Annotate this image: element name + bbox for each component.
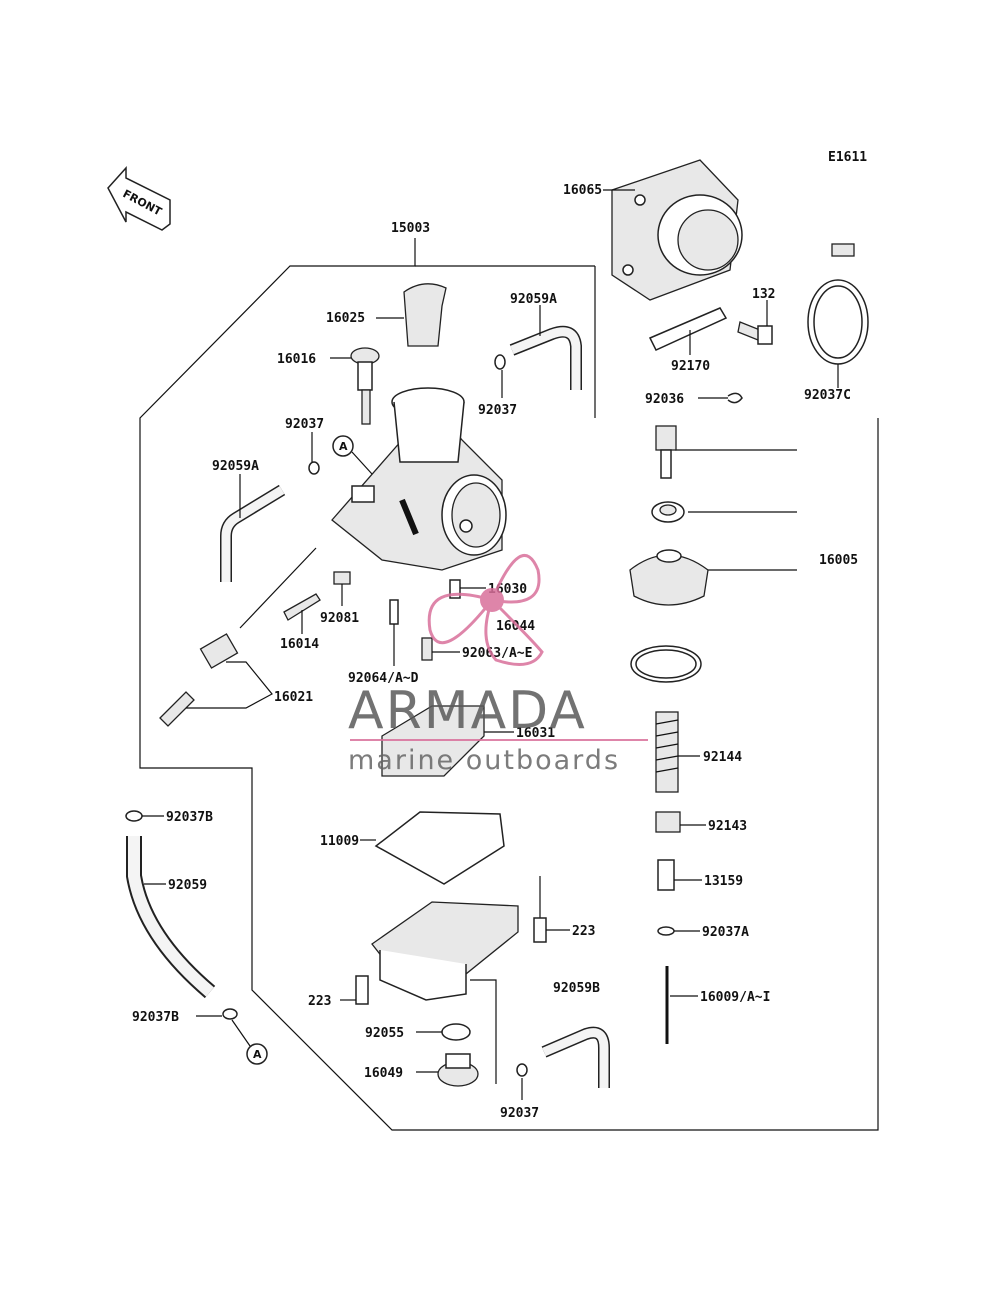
label-92170: 92170	[671, 359, 710, 374]
label-11009: 11009	[320, 834, 359, 849]
label-92037C: 92037C	[804, 388, 851, 403]
spring-92144	[655, 711, 700, 793]
needle-16009	[665, 966, 698, 1044]
cap-16005	[629, 549, 709, 606]
label-16065: 16065	[563, 183, 602, 198]
label-16016: 16016	[277, 352, 316, 367]
screw-16014	[283, 593, 321, 634]
label-132: 132	[752, 287, 775, 302]
label-92055: 92055	[365, 1026, 404, 1041]
label-92037B-bottom: 92037B	[132, 1010, 179, 1025]
gasket-11009	[360, 811, 505, 885]
watermark-title: ARMADA	[348, 681, 587, 741]
spring-92081	[333, 571, 351, 606]
lock-nut	[651, 501, 685, 523]
label-92037B-top: 92037B	[166, 810, 213, 825]
plug-16049	[416, 1053, 479, 1087]
callout-a-top-label: A	[339, 440, 348, 453]
hose-92059B	[541, 1026, 610, 1088]
hose-92059A-top	[509, 305, 582, 390]
bolt-132	[737, 300, 773, 345]
label-92037-bottom: 92037	[500, 1106, 539, 1121]
part-16016	[330, 347, 380, 425]
label-92059: 92059	[168, 878, 207, 893]
callout-a-bottom-label: A	[253, 1048, 262, 1061]
hose-92059A-left	[220, 474, 286, 582]
label-92063: 92063/A~E	[462, 646, 532, 661]
screw-223-right	[533, 917, 570, 943]
callout-a-top	[332, 435, 354, 457]
front-arrow-icon: FRONT	[107, 166, 171, 231]
screw-16021	[159, 547, 317, 727]
label-92059A-top: 92059A	[510, 292, 557, 307]
adjuster-screw	[655, 425, 677, 479]
float-bowl	[371, 876, 541, 1001]
label-92059A-left: 92059A	[212, 459, 259, 474]
armada-watermark: ARMADA marine outboards	[348, 554, 648, 776]
holder-92143	[655, 811, 706, 833]
clip-92037-left	[308, 461, 320, 475]
label-92059B: 92059B	[553, 981, 600, 996]
label-16021: 16021	[274, 690, 313, 705]
jet-92063	[421, 637, 433, 661]
label-16014: 16014	[280, 637, 319, 652]
label-92064: 92064/A~D	[348, 671, 419, 686]
intake-manifold-16065	[603, 159, 743, 301]
hose-92059	[126, 836, 216, 999]
label-16025: 16025	[326, 311, 365, 326]
label-92037-left: 92037	[285, 417, 324, 432]
part-16025	[376, 283, 447, 347]
clip-92037A	[657, 926, 675, 936]
label-16049: 16049	[364, 1066, 403, 1081]
part-16030	[449, 579, 461, 599]
carburetor-body	[331, 387, 507, 571]
clip-92037B-top	[125, 810, 143, 822]
clip-92037B-bottom	[222, 1008, 238, 1020]
label-13159: 13159	[704, 874, 743, 889]
clamp-92037C	[807, 243, 869, 388]
propeller-logo-icon	[427, 554, 544, 666]
clip-92037-top	[494, 354, 506, 370]
callout-a-bottom	[246, 1043, 268, 1065]
part-13159	[657, 859, 702, 891]
label-92037-top: 92037	[478, 403, 517, 418]
label-223-left: 223	[308, 994, 331, 1009]
label-92144: 92144	[703, 750, 742, 765]
label-16044: 16044	[496, 619, 535, 634]
plate-92170	[648, 307, 728, 355]
label-16009: 16009/A~I	[700, 990, 770, 1005]
label-15003: 15003	[391, 221, 430, 236]
label-92037A: 92037A	[702, 925, 749, 940]
assembly-outline	[139, 238, 879, 1131]
label-92036: 92036	[645, 392, 684, 407]
label-92081: 92081	[320, 611, 359, 626]
label-16005: 16005	[819, 553, 858, 568]
label-16031: 16031	[516, 726, 555, 741]
jet-92064	[389, 599, 399, 666]
clip-92036	[727, 392, 743, 404]
label-223-right: 223	[572, 924, 595, 939]
screw-223-left	[340, 975, 369, 1005]
watermark-subtitle: marine outboards	[348, 745, 620, 776]
diagram-code: E1611	[828, 150, 867, 165]
o-ring-92055	[441, 1023, 471, 1041]
clip-92037-bottom	[516, 1063, 528, 1077]
label-92143: 92143	[708, 819, 747, 834]
